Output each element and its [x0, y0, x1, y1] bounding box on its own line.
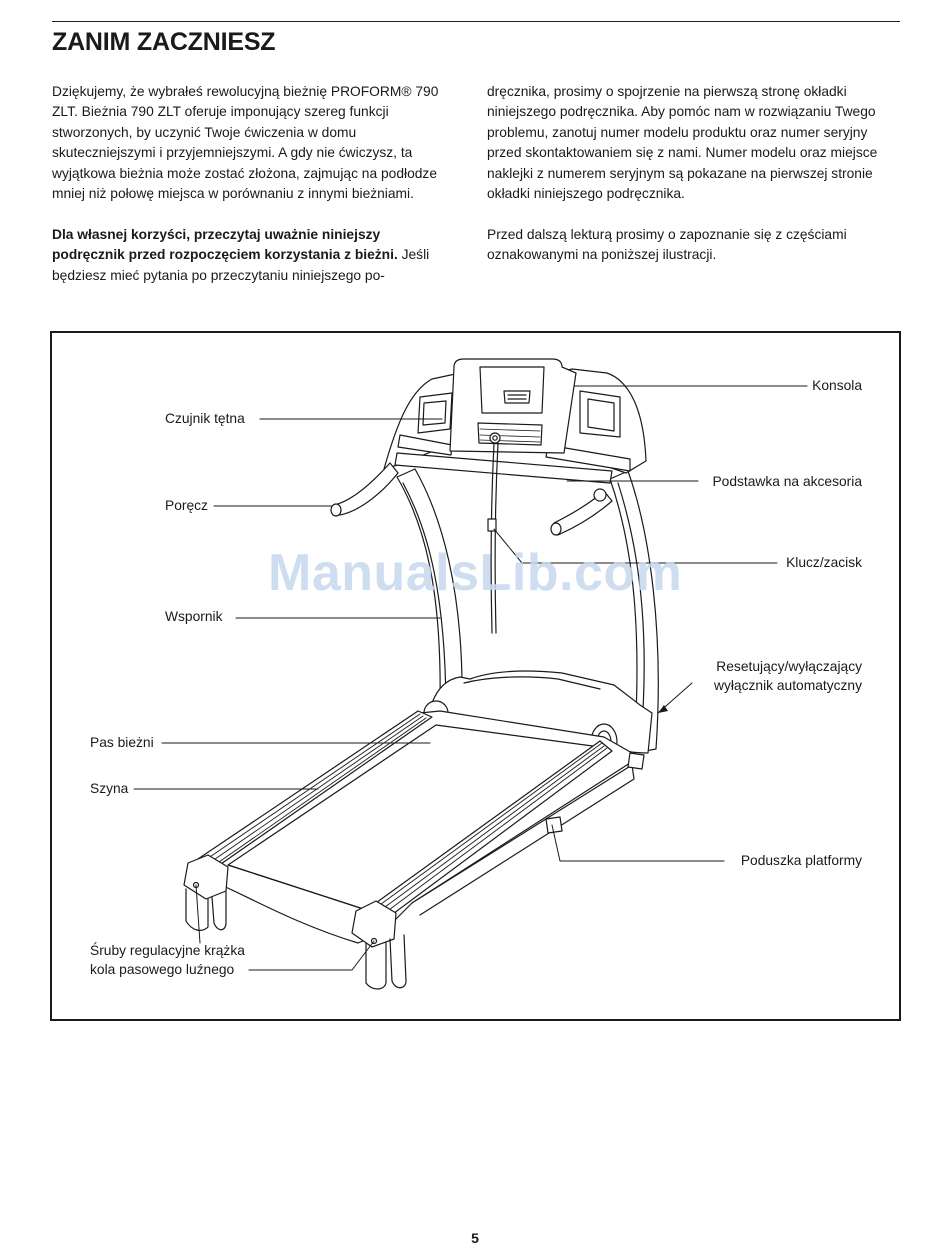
rear-left-endcap — [183, 854, 229, 931]
intro-left-column: Dziękujemy, że wybrałeś rewolucyjną bież… — [52, 82, 454, 306]
label-podstawka: Podstawka na akcesoria — [712, 474, 862, 489]
intro-paragraph-2-rest: Jeśli będziesz mieć pytania po przeczyta… — [52, 247, 430, 283]
intro-paragraph-1: Dziękujemy, że wybrałeś rewolucyjną bież… — [52, 84, 439, 202]
platform-cushion — [545, 816, 563, 834]
callout-lines — [133, 385, 808, 971]
label-konsola: Konsola — [812, 378, 862, 393]
leader-sruby-left — [195, 884, 201, 944]
treadmill-illustration — [133, 358, 808, 990]
right-handrail — [550, 488, 613, 536]
intro-bold-notice: Dla własnej korzyści, przeczytaj uważnie… — [52, 226, 398, 263]
label-reset-line1: Resetujący/wyłączający — [716, 659, 862, 674]
label-sruby-line1: Śruby regulacyjne krążka — [90, 943, 245, 958]
console-crossbar — [394, 452, 613, 484]
intro-paragraph-2: Dla własnej korzyści, przeczytaj uważnie… — [52, 225, 454, 286]
watermark: ManualsLib.com — [268, 544, 683, 602]
intro-right-column: dręcznika, prosimy o spojrzenie na pierw… — [487, 82, 900, 286]
rear-right-endcap — [351, 900, 407, 990]
label-porecz: Poręcz — [165, 498, 208, 513]
top-rule — [52, 21, 900, 22]
label-wspornik: Wspornik — [165, 609, 223, 624]
treadmill-diagram-frame: Konsola Czujnik tętna Podstawka na akces… — [50, 331, 901, 1021]
label-czujnik-tetna: Czujnik tętna — [165, 411, 245, 426]
left-handrail — [330, 462, 399, 517]
page-title: ZANIM ZACZNIESZ — [52, 28, 276, 56]
leader-sruby-right — [248, 940, 375, 971]
left-console-arm — [383, 372, 461, 470]
reset-arrow-head — [658, 705, 668, 713]
page-number: 5 — [471, 1230, 479, 1246]
frame-underside — [411, 764, 635, 916]
label-pas-biezni: Pas bieżni — [90, 735, 154, 750]
label-reset-line2: wyłącznik automatyczny — [714, 678, 862, 693]
leader-klucz — [493, 528, 778, 564]
label-klucz: Klucz/zacisk — [786, 555, 862, 570]
safety-key-cord — [487, 442, 499, 634]
label-sruby-line2: kola pasowego luźnego — [90, 962, 235, 977]
intro-paragraph-3: dręcznika, prosimy o spojrzenie na pierw… — [487, 84, 878, 202]
label-poduszka: Poduszka platformy — [740, 853, 862, 868]
console-panel — [449, 358, 577, 454]
circuit-breaker — [627, 752, 645, 770]
intro-paragraph-4: Przed dalszą lekturą prosimy o zapoznani… — [487, 226, 847, 263]
leader-poduszka — [551, 824, 725, 862]
label-szyna: Szyna — [90, 781, 129, 796]
